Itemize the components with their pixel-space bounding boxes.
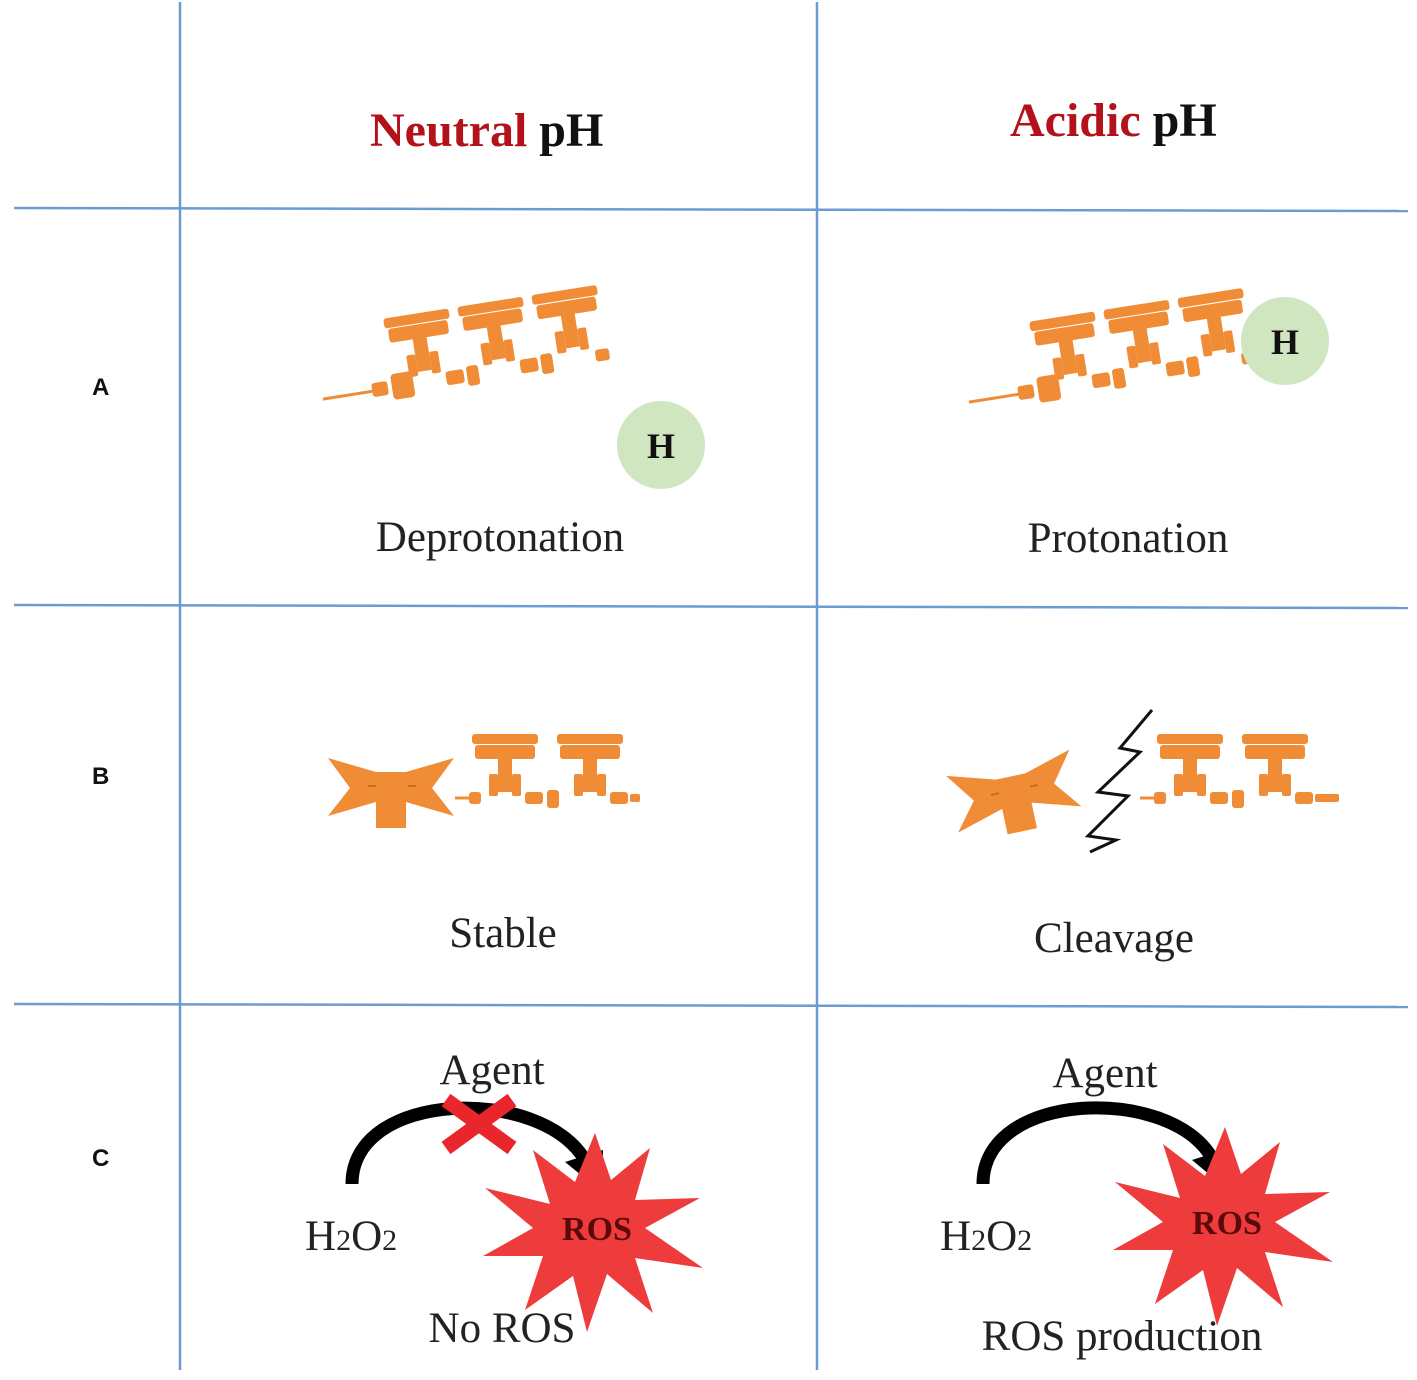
caption-no-ros: No ROS <box>429 1305 576 1352</box>
polymer-endcap-cleaved <box>945 748 1085 846</box>
caption-ros-production: ROS production <box>982 1313 1263 1360</box>
ros-label: ROS <box>562 1211 632 1248</box>
header-neutral-ph: Neutral pH <box>370 104 603 157</box>
hydrogen-label: H <box>1271 322 1299 362</box>
caption-cleavage: Cleavage <box>1034 915 1194 962</box>
ros-burst-acidic: ROS <box>1113 1127 1333 1326</box>
ros-label: ROS <box>1192 1205 1262 1242</box>
agent-label-neutral: Agent <box>439 1047 544 1094</box>
agent-label-acidic: Agent <box>1052 1050 1157 1097</box>
caption-protonation: Protonation <box>1028 515 1229 562</box>
row-label-b: B <box>92 763 109 790</box>
polymer-endcap-neutral <box>327 757 455 829</box>
hydrogen-ion-acidic: H <box>1241 297 1329 385</box>
header-acidic-ph: Acidic pH <box>1010 94 1217 147</box>
ros-burst-neutral: ROS <box>483 1133 703 1332</box>
reactant-h2o2-neutral: H2O2 <box>305 1213 397 1260</box>
polymer-chain-neutral-b <box>455 734 640 808</box>
reactant-h2o2-acidic: H2O2 <box>940 1213 1032 1260</box>
row-label-a: A <box>92 374 109 401</box>
row-label-c: C <box>92 1145 109 1172</box>
table-grid <box>13 2 1409 1370</box>
hydrogen-label: H <box>647 426 675 466</box>
hydrogen-ion-neutral: H <box>617 401 705 489</box>
blocked-x-mark <box>441 1093 517 1155</box>
polymer-chain-acidic-b <box>1140 734 1339 808</box>
caption-stable: Stable <box>449 910 556 957</box>
polymer-chain-neutral-a <box>312 285 611 411</box>
cleavage-zigzag <box>1084 709 1154 854</box>
polymer-chain-acidic-a <box>958 288 1257 414</box>
caption-deprotonation: Deprotonation <box>376 514 624 561</box>
